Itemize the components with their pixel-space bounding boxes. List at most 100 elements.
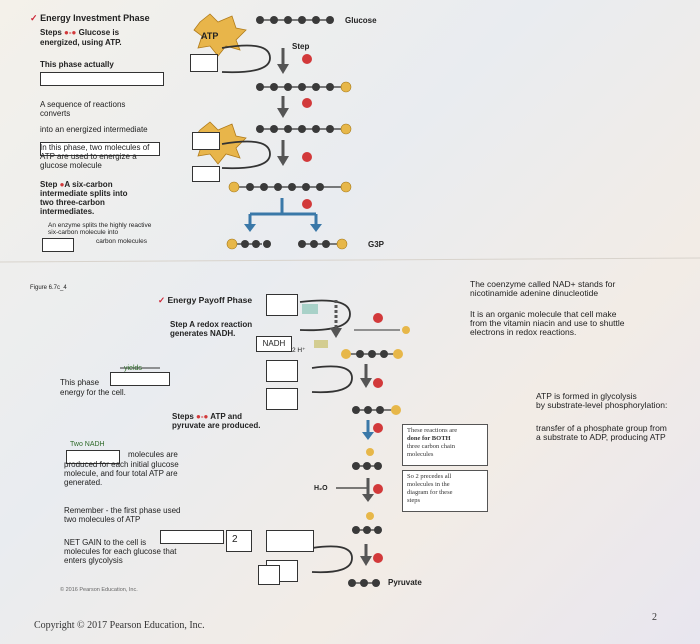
answer-box-step1-atp[interactable] <box>190 54 218 72</box>
answer-box-net-gain[interactable] <box>160 530 224 544</box>
answer-box-net-adp[interactable] <box>226 530 252 552</box>
yields-label: yields <box>124 365 142 372</box>
produced-1: produced for each initial glucose <box>64 460 179 469</box>
phosphoglycerate-chain <box>352 405 401 415</box>
into-energized-text: into an energized intermediate <box>40 125 148 134</box>
step-7-badge <box>373 423 383 433</box>
nad-molecule-icon <box>302 304 318 314</box>
atp-formed-1: ATP is formed in glycolysis <box>536 391 637 401</box>
step-a-1: Step ●A six-carbon <box>40 180 113 189</box>
step-4-badge <box>302 199 312 209</box>
step-1-badge <box>302 54 312 64</box>
answer-box-step3-adp[interactable] <box>192 166 220 182</box>
phase1-subtitle: Steps ●-● Glucose is <box>40 28 120 37</box>
bisphosphoglycerate-chain <box>341 349 403 359</box>
phosphate-in <box>402 326 410 334</box>
two-h-label: 2 H⁺ <box>292 347 306 354</box>
nadh-box: NADH <box>256 336 292 352</box>
pearson-small: © 2016 Pearson Education, Inc. <box>60 587 138 593</box>
phase1-title: ✓ Energy Investment Phase <box>30 13 150 23</box>
redox-1: Step A redox reaction <box>170 320 253 329</box>
answer-box-phase-actually[interactable] <box>40 72 164 86</box>
g3p-pair <box>226 238 348 250</box>
pep-chain <box>352 512 382 534</box>
answer-box-yields[interactable] <box>110 372 170 386</box>
enzyme-2: six-carbon molecule into <box>48 229 119 236</box>
transfer-2: a substrate to ADP, producing ATP <box>536 432 666 442</box>
answer-box-two-nadh[interactable] <box>66 450 120 464</box>
organic-1: It is an organic molecule that cell make <box>470 309 617 319</box>
organic-3: electrons in redox reactions. <box>470 327 577 337</box>
nad-text-2: nicotinamide adenine dinucleotide <box>470 288 599 298</box>
atp-molecule-icon <box>314 340 328 348</box>
step-6-badge <box>373 378 383 388</box>
glucose-label: Glucose <box>345 16 377 25</box>
answer-box-three-carbon[interactable] <box>42 238 74 252</box>
enzyme-3: carbon molecules <box>96 238 147 245</box>
enzyme-1: An enzyme splits the highly reactive <box>48 222 152 229</box>
phase1-subtitle-2: energized, using ATP. <box>40 38 122 47</box>
redox-2: generates NADH. <box>170 329 236 338</box>
in-this-phase-3: glucose molecule <box>40 161 102 170</box>
step-9-badge <box>373 553 383 563</box>
split-arrow <box>248 198 318 226</box>
glucose-chain <box>256 16 334 24</box>
fructose-bisphosphate-chain <box>228 181 352 193</box>
phosphoglycerate-2-chain <box>352 448 382 470</box>
organic-2: from the vitamin niacin and use to shutt… <box>470 318 625 328</box>
produced-2: molecule, and four total ATP are <box>64 469 178 478</box>
net-2: molecules for each glucose that <box>64 547 177 556</box>
answer-box-step9-atp[interactable] <box>258 565 280 585</box>
remember-1: Remember - the first phase used <box>64 506 181 515</box>
note-box-1: These reactions are done for BOTH three … <box>402 424 488 466</box>
steps-atp-1: Steps ●-● ATP and <box>172 412 243 421</box>
pyruvate-chain <box>348 579 380 587</box>
produced-3: generated. <box>64 478 103 487</box>
net-3: enters glycolysis <box>64 556 123 565</box>
step-a-5: intermediates. <box>40 207 95 216</box>
step-3-badge <box>302 152 312 162</box>
atp-arrow-9 <box>311 545 353 574</box>
steps-atp-3: pyruvate are produced. <box>172 421 261 430</box>
in-this-phase-2: ATP are used to energize a <box>40 152 137 161</box>
answer-box-step6-atp[interactable] <box>266 388 298 410</box>
step-a-4: two three-carbon <box>40 198 105 207</box>
nadh-arrow <box>299 299 351 332</box>
molecules-are: molecules are <box>128 450 178 459</box>
answer-box-nad[interactable] <box>266 294 298 316</box>
step-a-3: intermediate splits into <box>40 189 128 198</box>
two-nadh-label: Two NADH <box>70 441 105 448</box>
phase2-title: ✓ Energy Payoff Phase <box>158 295 253 305</box>
phase-actually-text: This phase actually <box>40 60 114 69</box>
note-box-2: So 2 precedes all molecules in the diagr… <box>402 470 488 512</box>
step-2-badge <box>302 98 312 108</box>
remember-2: two molecules of ATP <box>64 515 141 524</box>
step-8-badge <box>373 484 383 494</box>
transfer-1: transfer of a phosphate group from <box>536 423 667 433</box>
glucose-6-phosphate-chain <box>256 81 352 93</box>
page-number: 2 <box>652 612 657 623</box>
step-5-badge <box>373 313 383 323</box>
this-phase-2: energy for the cell. <box>60 388 126 397</box>
converts-text: converts <box>40 109 71 118</box>
atp-burst-shape <box>193 13 247 57</box>
answer-box-step3-atp[interactable] <box>192 132 220 150</box>
atp-formed-2: by substrate-level phosphorylation: <box>536 400 668 410</box>
fructose-6-phosphate-chain <box>256 123 352 135</box>
net-value: 2 <box>232 534 238 545</box>
this-phase-1: This phase <box>60 378 100 387</box>
nad-text-1: The coenzyme called NAD+ stands for <box>470 279 616 289</box>
copyright: Copyright © 2017 Pearson Education, Inc. <box>34 620 205 631</box>
adp-arrow-2 <box>221 140 271 170</box>
in-this-phase-1: In this phase, two molecules of <box>40 143 150 152</box>
step-label: Step <box>292 42 310 51</box>
pyruvate-label: Pyruvate <box>388 578 422 587</box>
answer-box-step6-adp[interactable] <box>266 360 298 382</box>
atp-arrow-6 <box>311 365 353 394</box>
answer-box-net-atp[interactable] <box>266 530 314 552</box>
atp-label: ATP <box>201 31 219 41</box>
adp-arrow-1 <box>221 44 271 74</box>
water-label: H₂O <box>314 485 328 492</box>
answer-box-converts[interactable] <box>40 142 160 156</box>
